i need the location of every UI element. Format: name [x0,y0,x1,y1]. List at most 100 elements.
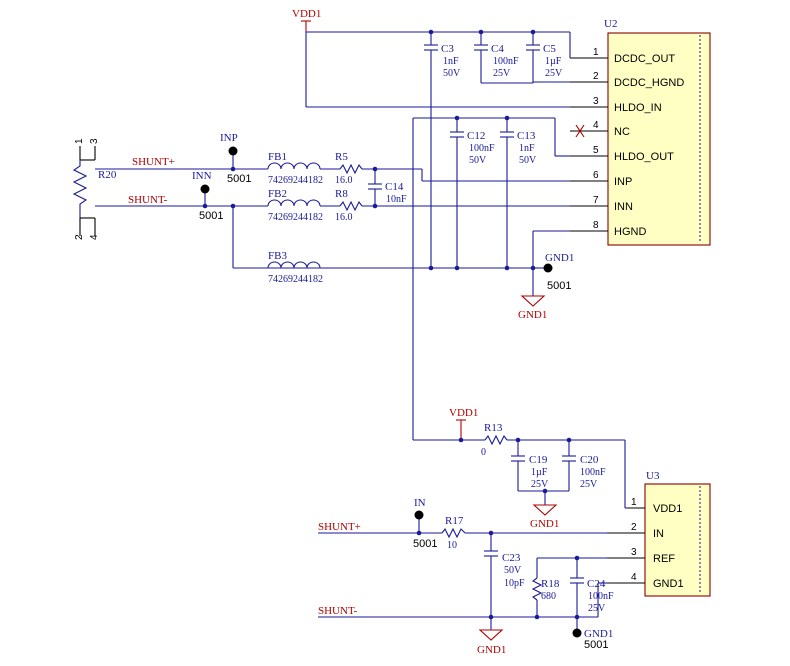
capacitor-c3[interactable]: C3 1nF 50V [424,32,461,268]
shunt-minus-low-label: SHUNT- [318,605,358,617]
r20-pin3: 3 [89,138,100,144]
fb3-ref: FB3 [268,250,287,262]
c20-ref: C20 [580,454,599,466]
u2-pin3-name: HLDO_IN [614,102,662,114]
u2-pin7-name: INN [614,201,633,213]
tp-gnd1-low-part: 5001 [584,639,608,651]
u2-pin2-name: DCDC_HGND [614,77,684,89]
c5-ref: C5 [543,43,556,55]
u3-pin1-name: VDD1 [653,503,682,515]
tp-inn-part: 5001 [199,210,223,222]
gnd1-low-label: GND1 [477,644,506,656]
c24-voltage: 25V [588,603,606,614]
fb3-part: 74269244182 [268,274,323,285]
capacitor-c13[interactable]: C13 1nF 50V [500,118,537,268]
capacitor-c23[interactable]: C23 50V 10pF [484,533,525,630]
top-supply-wires [305,29,571,108]
u3-pin2-name: IN [653,528,664,540]
gnd1-symbol-low: GND1 [477,629,506,656]
c13-ref: C13 [517,130,536,142]
r20-pin1: 1 [74,138,85,144]
u2-pin4-num: 4 [593,120,599,131]
r13-ref: R13 [484,422,503,434]
c24-ref: C24 [587,578,606,590]
resistor-r5[interactable]: R5 16.0 [335,151,363,186]
r18-ref: R18 [541,578,560,590]
u2-pin4-name: NC [614,126,630,138]
capacitor-c24[interactable]: C24 100nF 25V [570,577,614,614]
fb2-part: 74269244182 [268,212,323,223]
ferrite-bead-fb3[interactable]: FB3 74269244182 [267,250,323,285]
resistor-r8[interactable]: R8 16.0 [335,188,363,223]
r13-value: 0 [481,447,486,458]
u3-pin4-name: GND1 [653,578,684,590]
gnd1-mid-label: GND1 [530,518,559,530]
tp-gnd1-top-label: GND1 [545,252,574,264]
r20-pin2: 2 [74,234,85,240]
gnd1-top-label: GND1 [518,309,547,321]
u3-pin3-num: 3 [631,547,637,558]
u2-pin6-name: INP [614,176,632,188]
c23-ref: C23 [502,552,521,564]
shunt-plus-low-net: SHUNT+ [318,521,607,536]
r5-value: 16.0 [335,175,353,186]
capacitor-c4[interactable]: C4 100nF 25V [474,32,519,83]
testpoint-inn[interactable]: INN 5001 [192,170,223,222]
c14-value: 10nF [386,194,407,205]
shunt-resistor-r20[interactable]: R20 1 3 2 4 [72,138,117,240]
u2-pin1-name: DCDC_OUT [614,53,675,65]
shunt-plus-low-label: SHUNT+ [318,521,361,533]
vdd1-top-label: VDD1 [292,8,321,20]
resistor-r13[interactable]: R13 0 [481,422,508,458]
fb2-ref: FB2 [268,188,287,200]
r20-ref: R20 [98,169,117,181]
tp-in-label: IN [414,497,426,509]
tp-inp-label: INP [220,132,238,144]
ref-gnd-wires: SHUNT- [318,555,607,632]
u3-pins: 1 2 3 4 VDD1 IN REF GND1 [607,497,684,590]
u2-pin1-num: 1 [593,47,599,58]
capacitor-c5[interactable]: C5 1µF 25V [526,32,563,83]
r8-value: 16.0 [335,212,353,223]
r5-ref: R5 [335,151,348,163]
r17-ref: R17 [445,515,464,527]
resistor-r17[interactable]: R17 10 [441,515,466,551]
u2-designator: U2 [604,18,617,30]
tp-inp-part: 5001 [227,173,251,185]
resistor-r18[interactable]: R18 680 [531,577,560,602]
u2-pin8-name: HGND [614,226,646,238]
c20-value: 100nF [580,467,606,478]
u2-chip[interactable]: U2 [604,18,711,246]
u2-pin6-num: 6 [593,170,599,181]
testpoint-gnd1-top[interactable]: GND1 5001 [533,252,574,292]
shunt-plus-top-label: SHUNT+ [132,156,175,168]
c24-value: 100nF [588,591,614,602]
capacitor-c12[interactable]: C12 100nF 50V [450,118,495,268]
testpoint-in[interactable]: IN 5001 [413,497,437,550]
shunt-minus-top-label: SHUNT- [128,194,168,206]
u2-pin2-num: 2 [593,71,599,82]
testpoint-inp[interactable]: INP 5001 [220,132,251,185]
ferrite-bead-fb1[interactable]: FB1 74269244182 [267,151,323,186]
c12-value: 100nF [469,143,495,154]
hldo-out-wires [412,115,570,440]
u2-pins: 1 2 3 4 5 6 7 8 DCDC_OUT DCDC_HGND HLDO_… [570,47,684,238]
c3-ref: C3 [441,43,454,55]
u3-pin1-num: 1 [631,497,637,508]
capacitor-c14[interactable]: C14 10nF [368,169,407,206]
testpoint-gnd1-low[interactable]: GND1 5001 [572,628,614,651]
u3-chip[interactable]: U3 [644,470,711,597]
ferrite-bead-fb2[interactable]: FB2 74269244182 [267,188,323,223]
c13-voltage: 50V [519,155,537,166]
gnd1-symbol-top: GND1 [518,295,547,321]
r8-ref: R8 [335,188,348,200]
vdd1-top-symbol: VDD1 [292,8,321,32]
u3-pin4-num: 4 [631,572,637,583]
fb1-ref: FB1 [268,151,287,163]
capacitor-c20[interactable]: C20 100nF 25V [562,440,606,491]
c23-voltage: 50V [504,565,522,576]
gnd1-symbol-mid: GND1 [530,504,559,530]
capacitor-c19[interactable]: C19 1µF 25V [511,440,549,491]
c3-value: 1nF [443,56,459,67]
